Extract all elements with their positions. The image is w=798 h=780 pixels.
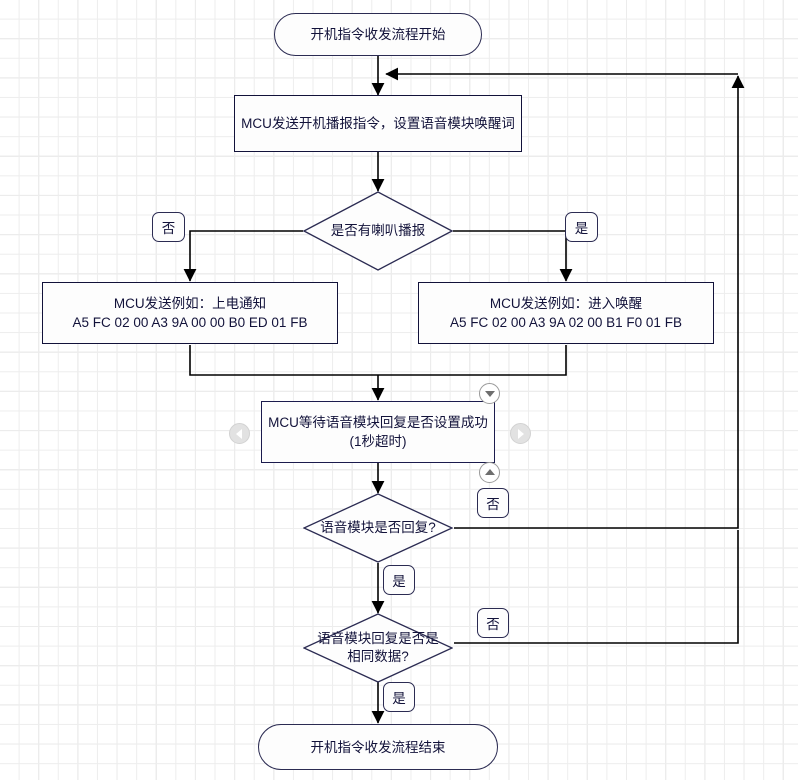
edge-label-no-speaker[interactable]: 否 xyxy=(152,212,185,242)
edge-no-to-power-on xyxy=(183,230,303,282)
edge-label-yes-reply-text: 是 xyxy=(392,574,406,589)
triangle-up-icon[interactable] xyxy=(479,462,500,483)
node-start[interactable]: 开机指令收发流程开始 xyxy=(274,13,482,56)
node-start-label: 开机指令收发流程开始 xyxy=(310,27,446,42)
edge-label-no-reply[interactable]: 否 xyxy=(477,488,509,518)
node-same-data-decision-line1: 语音模块回复是否是 xyxy=(317,631,439,646)
node-power-on-notice-line2: A5 FC 02 00 A3 9A 00 00 B0 ED 01 FB xyxy=(72,315,308,330)
node-send-boot-command[interactable]: MCU发送开机播报指令，设置语音模块唤醒词 xyxy=(234,95,522,152)
triangle-right-icon[interactable] xyxy=(510,423,531,444)
triangle-left-icon[interactable] xyxy=(229,423,250,444)
edge-yes-to-wakeup xyxy=(453,230,573,282)
edge-label-yes-speaker[interactable]: 是 xyxy=(565,212,598,242)
node-wait-reply-line2: (1秒超时) xyxy=(349,434,407,449)
edge-label-no-same-data[interactable]: 否 xyxy=(477,608,509,638)
node-end[interactable]: 开机指令收发流程结束 xyxy=(258,724,498,770)
edge-label-no-speaker-text: 否 xyxy=(161,221,176,236)
node-has-speaker-decision-label: 是否有喇叭播报 xyxy=(330,223,426,238)
edge-power-on-to-merge xyxy=(189,345,378,376)
node-has-speaker-decision[interactable]: 是否有喇叭播报 xyxy=(302,191,454,271)
node-power-on-notice-line1: MCU发送例如：上电通知 xyxy=(113,296,267,311)
edge-label-yes-same-data-text: 是 xyxy=(392,691,406,706)
node-module-replied-decision[interactable]: 语音模块是否回复? xyxy=(302,493,454,563)
node-same-data-decision[interactable]: 语音模块回复是否是 相同数据? xyxy=(302,613,454,683)
edge-wakeup-to-merge xyxy=(378,345,567,376)
node-wait-reply[interactable]: MCU等待语音模块回复是否设置成功 (1秒超时) xyxy=(261,401,495,463)
edge-label-yes-reply[interactable]: 是 xyxy=(383,565,415,595)
edge-label-no-same-data-text: 否 xyxy=(486,617,500,632)
diamond-shape-1 xyxy=(302,191,454,271)
diamond-shape-2 xyxy=(302,493,454,563)
node-module-replied-decision-label: 语音模块是否回复? xyxy=(320,520,436,535)
edge-no-reply-to-bus xyxy=(454,75,745,529)
node-enter-wakeup-line1: MCU发送例如：进入唤醒 xyxy=(489,296,643,311)
triangle-down-icon[interactable] xyxy=(479,383,500,404)
node-power-on-notice[interactable]: MCU发送例如：上电通知 A5 FC 02 00 A3 9A 00 00 B0 … xyxy=(42,282,338,344)
node-enter-wakeup-line2: A5 FC 02 00 A3 9A 02 00 B1 F0 01 FB xyxy=(450,315,682,330)
node-end-label: 开机指令收发流程结束 xyxy=(310,739,446,755)
diamond-shape-3 xyxy=(302,613,454,683)
node-send-boot-command-label: MCU发送开机播报指令，设置语音模块唤醒词 xyxy=(241,116,515,131)
edge-label-yes-same-data[interactable]: 是 xyxy=(383,682,415,712)
edge-label-yes-speaker-text: 是 xyxy=(574,221,589,236)
edge-no-same-to-bus xyxy=(454,530,739,644)
node-enter-wakeup[interactable]: MCU发送例如：进入唤醒 A5 FC 02 00 A3 9A 02 00 B1 … xyxy=(418,282,714,344)
node-same-data-decision-label: 语音模块回复是否是 相同数据? xyxy=(303,613,453,683)
node-wait-reply-line1: MCU等待语音模块回复是否设置成功 xyxy=(268,415,488,430)
edge-label-no-reply-text: 否 xyxy=(486,497,500,512)
node-same-data-decision-line2: 相同数据? xyxy=(347,649,409,664)
